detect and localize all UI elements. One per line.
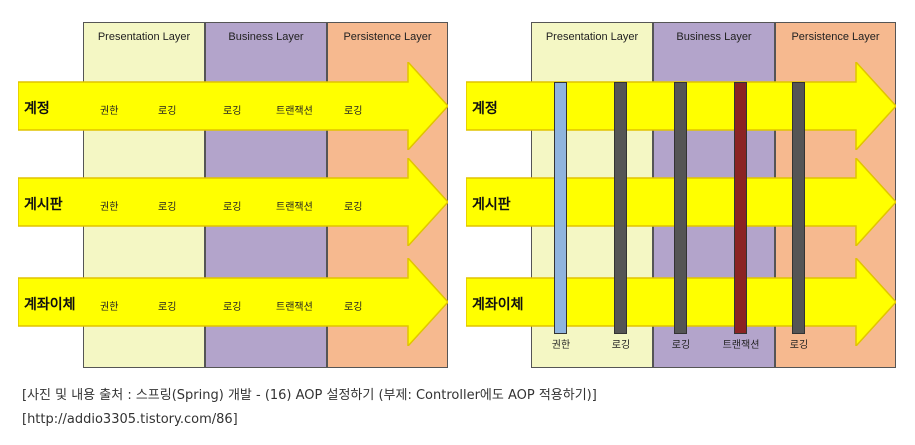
left-row-2-cell-1: 권한	[100, 202, 119, 213]
aspect-label-logging-2: 로깅	[671, 340, 691, 351]
left-row-label-2: 게시판	[24, 197, 63, 213]
left-row-2-cell-5: 로깅	[344, 202, 363, 213]
left-diagram: Presentation Layer Business Layer Persis…	[18, 22, 448, 368]
left-row-3-cell-5: 로깅	[344, 302, 363, 313]
right-presentation-layer-title: Presentation Layer	[545, 31, 639, 43]
right-row-label-3: 계좌이체	[472, 297, 524, 313]
aspect-bar-logging-2	[674, 82, 687, 334]
right-persistence-layer-title: Persistence Layer	[791, 31, 880, 43]
aspect-bar-transaction	[734, 82, 747, 334]
aspect-bar-auth	[554, 82, 567, 334]
left-row-arrow-1	[18, 62, 448, 150]
left-row-arrow-2	[18, 158, 448, 246]
aspect-label-auth: 권한	[551, 340, 571, 351]
left-persistence-layer-title: Persistence Layer	[343, 31, 432, 43]
caption-link[interactable]: [http://addio3305.tistory.com/86]	[22, 412, 238, 427]
aspect-bar-logging-3	[792, 82, 805, 334]
left-row-2-cell-2: 로깅	[158, 202, 177, 213]
left-row-label-1: 계정	[24, 101, 50, 117]
left-row-1-cell-4: 트랜잭션	[276, 106, 313, 117]
left-row-3-cell-1: 권한	[100, 302, 119, 313]
left-row-label-3: 계좌이체	[24, 297, 76, 313]
left-row-1-cell-5: 로깅	[344, 106, 363, 117]
aspect-bar-logging-1	[614, 82, 627, 334]
left-row-3-cell-3: 로깅	[223, 302, 242, 313]
left-business-layer-title: Business Layer	[228, 31, 304, 43]
left-row-arrow-3	[18, 258, 448, 346]
left-row-1-cell-3: 로깅	[223, 106, 242, 117]
caption-source: [사진 및 내용 출처 : 스프링(Spring) 개발 - (16) AOP …	[22, 388, 597, 403]
right-diagram: Presentation Layer Business Layer Persis…	[466, 22, 896, 368]
aspect-label-logging-3: 로깅	[789, 340, 809, 351]
left-row-3-cell-4: 트랜잭션	[276, 302, 313, 313]
aspect-label-transaction: 트랜잭션	[722, 340, 760, 351]
right-row-label-1: 계정	[472, 101, 498, 117]
left-row-2-cell-3: 로깅	[223, 202, 242, 213]
right-row-label-2: 게시판	[472, 197, 511, 213]
left-row-2-cell-4: 트랜잭션	[276, 202, 313, 213]
left-presentation-layer-title: Presentation Layer	[97, 31, 191, 43]
aspect-label-logging-1: 로깅	[611, 340, 631, 351]
right-business-layer-title: Business Layer	[676, 31, 752, 43]
left-row-1-cell-2: 로깅	[158, 106, 177, 117]
left-row-1-cell-1: 권한	[100, 106, 119, 117]
left-row-3-cell-2: 로깅	[158, 302, 177, 313]
